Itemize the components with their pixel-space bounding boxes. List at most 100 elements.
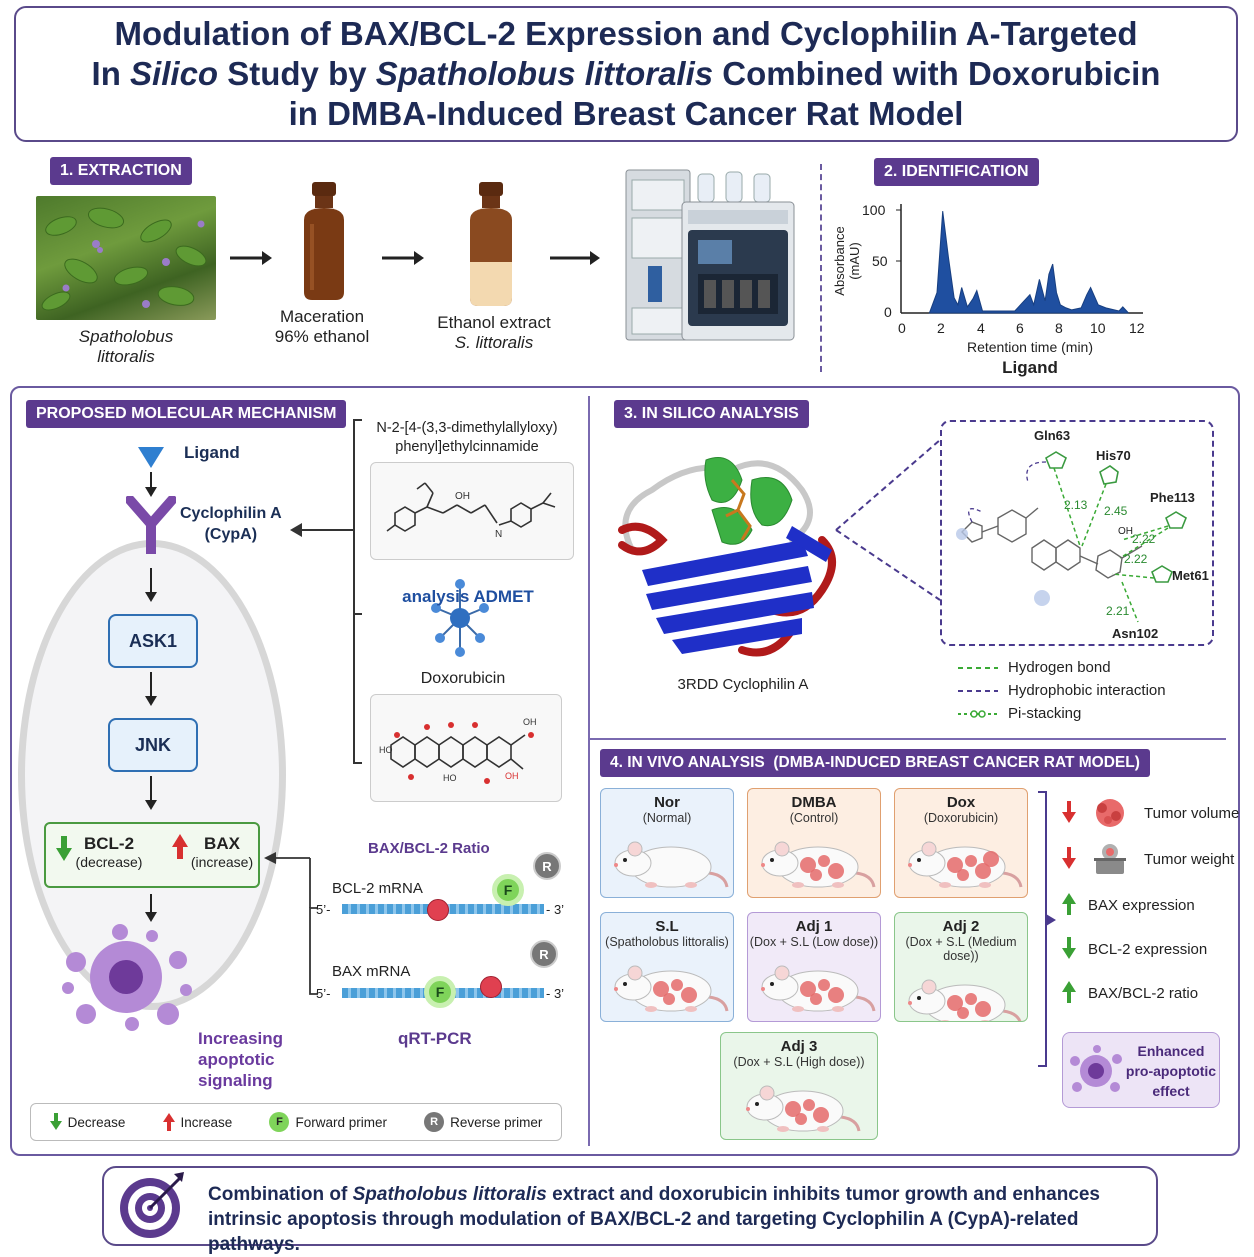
panel-divider-horizontal xyxy=(590,738,1226,740)
hydrophobic-line-icon xyxy=(958,689,998,692)
hplc-instrument-icon xyxy=(625,169,795,341)
residue-asn102: Asn102 xyxy=(1112,626,1159,641)
lower-panel xyxy=(10,386,1240,1156)
amber-bottle-icon xyxy=(304,182,344,300)
insilico-tag: 3. IN SILICO ANALYSIS xyxy=(614,400,809,428)
jnk-node: JNK xyxy=(108,718,198,772)
ytick-0: 0 xyxy=(884,304,892,320)
distance-label: 2.45 xyxy=(1104,504,1128,518)
group-card-7: Adj 3(Dox + S.L (High dose)) xyxy=(720,1032,878,1140)
bcl2-bax-node: BCL-2 (decrease) BAX (increase) xyxy=(44,822,260,888)
arrow-right-icon xyxy=(550,251,600,265)
rat-icon xyxy=(908,979,1022,1021)
ytick-100: 100 xyxy=(862,202,886,218)
svg-text:HO: HO xyxy=(379,745,393,755)
arrow-down-icon xyxy=(145,568,157,602)
group-desc: (Spatholobus littoralis) xyxy=(605,935,729,949)
group-card-4: S.L(Spatholobus littoralis) xyxy=(600,912,734,1022)
chromatogram-xticks: 0 2 4 6 8 10 12 xyxy=(895,320,1145,338)
xtick: 2 xyxy=(937,320,945,336)
group-card-3: Dox(Doxorubicin) xyxy=(894,788,1028,898)
compound-structure-icon: OH N xyxy=(386,482,556,540)
plant-leaves-icon xyxy=(41,207,207,311)
conclusion-box: Combination of Spatholobus littoralis ex… xyxy=(102,1166,1158,1255)
probe-icon xyxy=(427,899,449,921)
apoptotic-cell-icon xyxy=(62,924,192,1031)
legend-increase: Increase xyxy=(180,1114,233,1130)
identification-tag: 2. IDENTIFICATION xyxy=(874,158,1039,186)
group-desc: (Dox + S.L (Medium dose)) xyxy=(905,935,1017,963)
title-line-3: in DMBA-Induced Breast Cancer Rat Model xyxy=(288,95,964,132)
group-card-2: DMBA(Control) xyxy=(747,788,881,898)
section-divider-dashed xyxy=(820,164,822,372)
distance-label: 2.22 xyxy=(1124,552,1148,566)
group-desc: (Dox + S.L (Low dose)) xyxy=(749,935,879,949)
panel-divider-vertical xyxy=(588,396,590,1146)
legend-reverse: Reverse primer xyxy=(450,1114,543,1130)
residue-his70: His70 xyxy=(1096,448,1131,463)
rat-icon xyxy=(908,841,1023,888)
scale-icon xyxy=(1094,844,1126,874)
group-card-5: Adj 1(Dox + S.L (Low dose)) xyxy=(747,912,881,1022)
arrow-down-icon xyxy=(145,472,157,497)
probe-icon xyxy=(480,976,502,998)
green-up-arrow-icon xyxy=(1062,981,1076,1003)
group-card-6: Adj 2(Dox + S.L (Medium dose)) xyxy=(894,912,1028,1022)
green-down-arrow-icon xyxy=(49,1113,62,1130)
conclusion-text: Combination of Spatholobus littoralis ex… xyxy=(208,1184,1100,1255)
enhanced-effect-box: Enhanced pro-apoptotic effect xyxy=(1062,1032,1220,1108)
svg-text:HO: HO xyxy=(443,773,457,783)
xtick: 10 xyxy=(1090,320,1106,336)
residue-phe113: Phe113 xyxy=(1150,490,1195,505)
target-icon xyxy=(120,1172,184,1238)
ligand-triangle-icon xyxy=(138,447,164,468)
forward-primer-icon: F xyxy=(424,976,456,1008)
interaction-diagram-svg xyxy=(956,451,1187,623)
arrow-down-icon xyxy=(145,672,157,706)
bcl2-mrna-label: BCL-2 mRNA xyxy=(332,880,423,897)
zoom-lines xyxy=(835,439,941,601)
legend-decrease: Decrease xyxy=(67,1114,126,1130)
title-line-1: Modulation of BAX/BCL-2 Expression and C… xyxy=(114,15,1138,52)
receptor-y-icon xyxy=(126,496,176,554)
forward-primer-icon: F xyxy=(492,874,524,906)
residue-gln63: Gln63 xyxy=(1034,428,1071,443)
group-name: Dox xyxy=(946,794,976,811)
protein-ribbon-icon xyxy=(618,457,836,657)
svg-text:N: N xyxy=(495,529,502,540)
reverse-primer-icon: R xyxy=(533,852,561,880)
group-desc: (Control) xyxy=(789,811,839,825)
group-card-1: Nor(Normal) xyxy=(600,788,734,898)
three-prime-label: - 3’ xyxy=(546,902,565,917)
rat-icon xyxy=(746,1085,861,1132)
protein-caption: 3RDD Cyclophilin A xyxy=(677,676,809,693)
title-line-2: In Silico Study by Spatholobus littorali… xyxy=(91,55,1161,92)
green-up-arrow-icon xyxy=(1062,893,1076,915)
mechanism-legend: Decrease Increase F Forward primer R Rev… xyxy=(30,1103,562,1141)
oh-label: OH xyxy=(1118,526,1133,537)
xtick: 12 xyxy=(1129,320,1145,336)
group-name: Adj 3 xyxy=(780,1038,818,1055)
xtick: 8 xyxy=(1055,320,1063,336)
plant-photo xyxy=(36,196,216,320)
group-name: DMBA xyxy=(791,794,837,811)
plant-caption: Spatholobus littoralis xyxy=(78,327,174,366)
rat-icon xyxy=(761,841,876,888)
red-down-arrow-icon xyxy=(1062,847,1076,869)
chromatogram-ylabel: Absorbance (mAU) xyxy=(832,226,862,296)
xtick: 0 xyxy=(898,320,906,336)
green-down-arrow-icon xyxy=(1062,937,1076,959)
svg-text:OH: OH xyxy=(505,771,519,781)
group-name: Adj 1 xyxy=(795,918,833,935)
group-name: S.L xyxy=(655,918,679,935)
distance-label: 2.22 xyxy=(1132,532,1156,546)
extraction-tag: 1. EXTRACTION xyxy=(50,157,192,185)
pi-stacking-icon xyxy=(958,709,998,718)
arrow-down-icon xyxy=(145,894,157,922)
legend-forward: Forward primer xyxy=(295,1114,387,1130)
qrtpcr-bracket-lines xyxy=(264,852,318,995)
apoptosis-label: Increasing apoptotic signaling xyxy=(198,1029,284,1090)
reverse-primer-icon: R xyxy=(424,1112,445,1132)
three-prime-label: - 3’ xyxy=(546,986,565,1001)
xtick: 4 xyxy=(977,320,985,336)
